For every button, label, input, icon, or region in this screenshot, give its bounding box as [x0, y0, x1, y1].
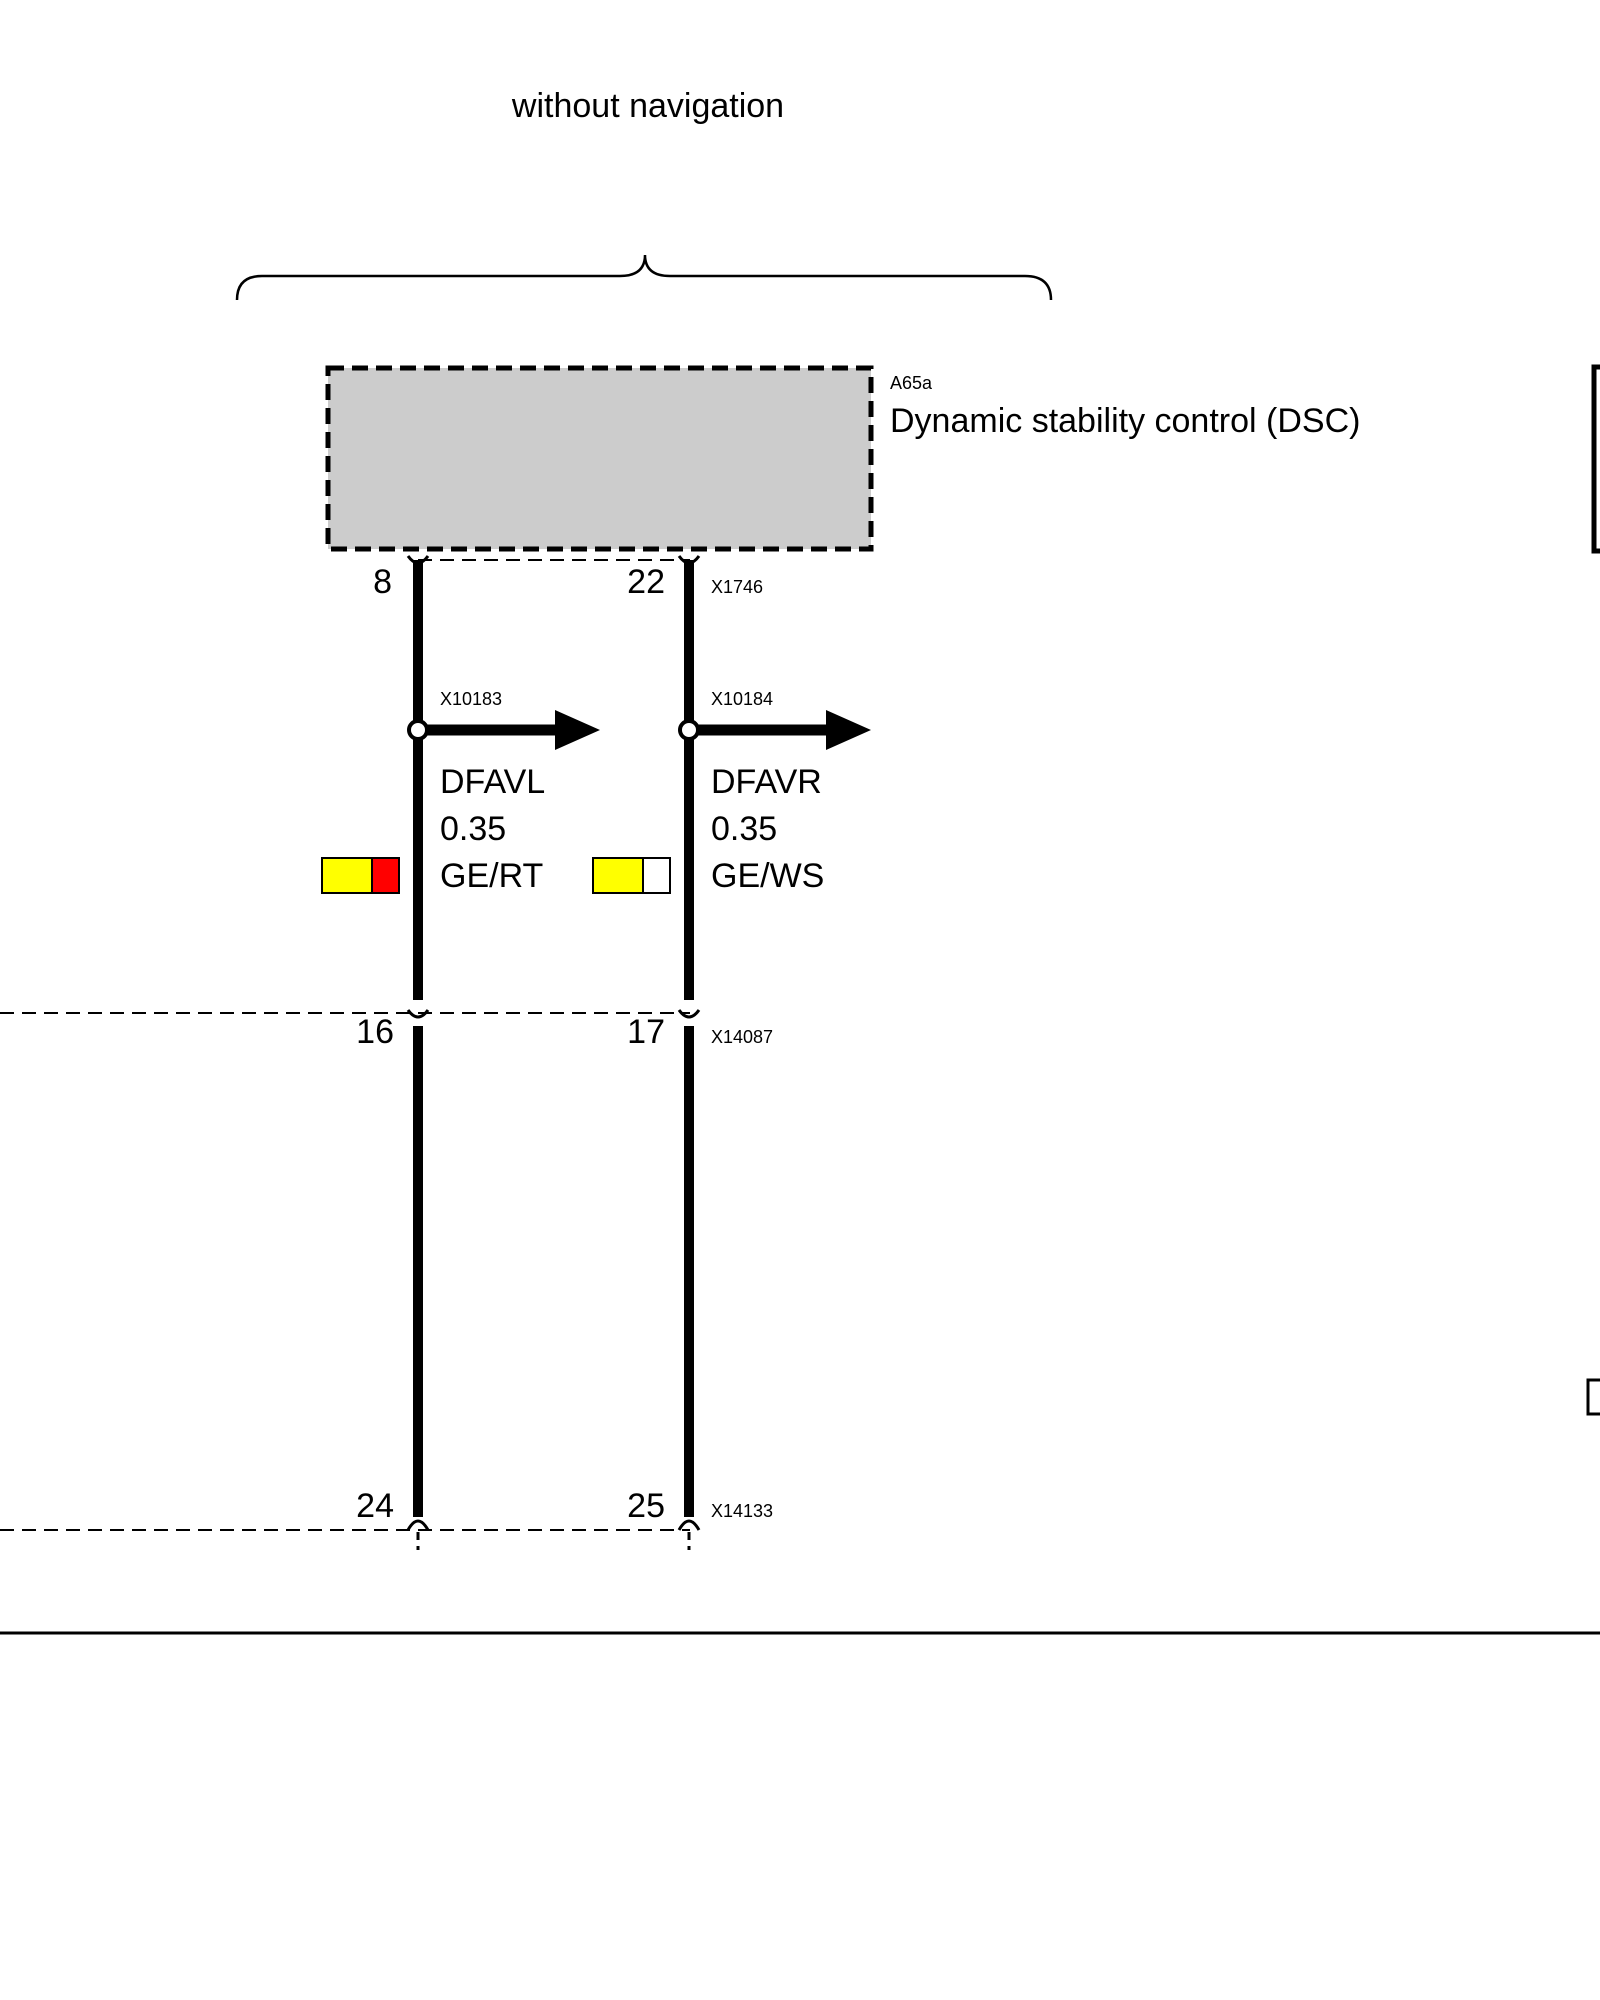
wire-signal: DFAVL [440, 763, 545, 801]
wire-signal: DFAVR [711, 763, 822, 801]
adjacent-component-edge-lower [1586, 1378, 1600, 1416]
component-name: Dynamic stability control (DSC) [890, 402, 1360, 440]
diagram-caption: without navigation [511, 87, 784, 125]
connector-label-top: X1746 [711, 577, 763, 597]
adjacent-component-edge [1591, 364, 1600, 554]
wire-dfavr [677, 555, 871, 1550]
wire-dfavl [406, 555, 600, 1550]
pin-number: 16 [356, 1013, 394, 1051]
wire-color-code: GE/RT [440, 857, 543, 895]
connector-label-middle: X14087 [711, 1027, 773, 1047]
pin-number: 24 [356, 1487, 394, 1525]
grouping-brace [235, 254, 1053, 301]
pin-number: 17 [627, 1013, 665, 1051]
wire-color-code: GE/WS [711, 857, 824, 895]
connector-label-bottom: X14133 [711, 1501, 773, 1521]
wire-color-swatch [321, 857, 400, 894]
pin-number: 25 [627, 1487, 665, 1525]
component-ref: A65a [890, 373, 933, 393]
splice-label: X10183 [440, 689, 502, 709]
dsc-control-unit-box [325, 365, 874, 552]
pin-number: 8 [373, 563, 392, 601]
wire-color-swatch [592, 857, 671, 894]
pin-number: 22 [627, 563, 665, 601]
splice-label: X10184 [711, 689, 773, 709]
wire-gauge: 0.35 [440, 810, 506, 848]
wire-gauge: 0.35 [711, 810, 777, 848]
